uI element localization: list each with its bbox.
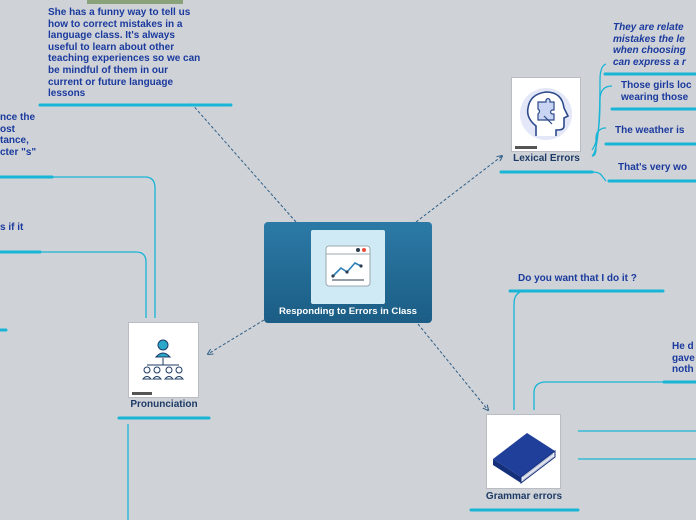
- note-line: how to correct mistakes in a: [48, 18, 183, 30]
- central-topic-title: Responding to Errors in Class: [278, 306, 418, 317]
- lexical-example-3[interactable]: That's very wo: [618, 162, 688, 173]
- subtopic-line: ost: [0, 123, 15, 135]
- grammar-example-1[interactable]: Do you want that I do it ?: [518, 273, 637, 284]
- note-line: lessons: [48, 88, 86, 100]
- example-line: noth: [672, 364, 694, 376]
- note-line: She has a funny way to tell us: [48, 7, 191, 18]
- note-line: language class. It's always: [48, 30, 175, 42]
- lexical-errors-label[interactable]: Lexical Errors: [513, 153, 580, 164]
- link-grammar: [417, 323, 488, 410]
- people-network-icon: [132, 339, 185, 395]
- link-lexical: [415, 156, 502, 223]
- grammar-errors-image[interactable]: [486, 414, 561, 489]
- head-puzzle-icon: [515, 88, 572, 149]
- subtopic-line: cter "s": [0, 146, 37, 158]
- pronunciation-image[interactable]: [128, 322, 199, 398]
- chart-window-icon: [311, 230, 385, 304]
- note-line: useful to learn about other: [48, 41, 175, 53]
- lexical-example-1[interactable]: Those girls loc wearing those: [621, 80, 692, 103]
- intro-line: mistakes the le: [613, 33, 685, 45]
- link-note: [189, 101, 297, 223]
- link-pronunciation: [208, 319, 265, 354]
- central-topic-node[interactable]: Responding to Errors in Class: [264, 222, 432, 323]
- intro-line: can express a r: [613, 56, 686, 68]
- pronunciation-subtopic-text-2[interactable]: s if it: [0, 222, 24, 233]
- lexical-errors-image[interactable]: [511, 77, 581, 152]
- intro-line: They are relate: [613, 22, 684, 33]
- note-line: current or future language: [48, 76, 174, 88]
- grammar-errors-label[interactable]: Grammar errors: [485, 491, 563, 502]
- pronunciation-label[interactable]: Pronunciation: [130, 399, 198, 410]
- pronunciation-subtopic-text[interactable]: nce the ost tance, cter "s": [0, 112, 36, 158]
- note-text[interactable]: She has a funny way to tell us how to co…: [48, 7, 200, 100]
- book-icon: [493, 433, 556, 485]
- note-line: teaching experiences so we can: [48, 53, 201, 65]
- example-line: Those girls loc: [621, 80, 692, 91]
- example-line: He d: [672, 341, 694, 352]
- intro-line: when choosing: [613, 45, 686, 57]
- subtopic-line: tance,: [0, 135, 29, 147]
- grammar-example-2[interactable]: He d gave noth: [672, 341, 695, 376]
- note-thumbnail-strip: [87, 0, 183, 4]
- example-line: gave: [672, 352, 695, 364]
- lexical-example-2[interactable]: The weather is: [615, 125, 685, 136]
- lexical-intro-text[interactable]: They are relate mistakes the le when cho…: [613, 22, 686, 68]
- example-line: wearing those: [621, 91, 689, 103]
- note-line: be mindful of them in our: [48, 64, 168, 76]
- subtopic-line: nce the: [0, 112, 36, 123]
